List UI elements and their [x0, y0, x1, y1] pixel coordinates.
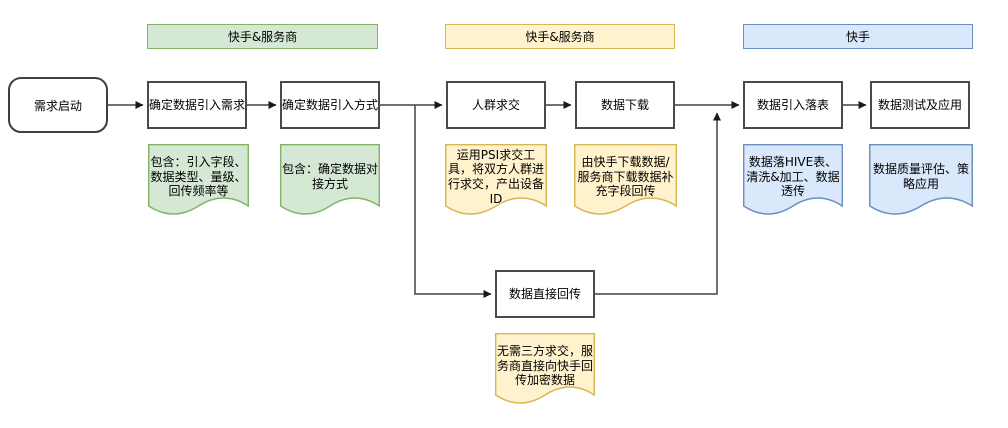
document-shape-icon — [148, 144, 249, 215]
lane-header-label: 快手 — [845, 30, 870, 44]
note-text: 由快手下载数据/服务商下载数据补充字段回传 — [577, 155, 674, 199]
node-label: 需求启动 — [33, 98, 82, 113]
node-label: 确定数据引入方式 — [282, 97, 379, 112]
node-label: 数据引入落表 — [756, 97, 829, 112]
document-shape-icon — [445, 144, 547, 215]
document-shape-icon — [280, 144, 380, 215]
note-text: 包含：引入字段、数据类型、量级、回传频率等 — [150, 155, 247, 199]
node-label: 确定数据引入需求 — [149, 97, 246, 112]
node-label: 数据下载 — [600, 97, 649, 112]
note-text: 无需三方求交，服务商直接向快手回传加密数据 — [497, 344, 594, 388]
node-direct-data-return: 数据直接回传 — [495, 270, 595, 318]
document-shape-icon — [495, 333, 595, 404]
note-psi-intersection-detail: 运用PSI求交工具，将双方人群进行求交，产出设备ID — [445, 144, 547, 224]
note-hive-table-detail: 数据落HIVE表、清洗&加工、数据透传 — [743, 144, 843, 224]
connector-branch-to-direct-return — [414, 105, 492, 298]
node-label: 人群求交 — [471, 97, 520, 112]
node-data-download: 数据下载 — [575, 81, 675, 129]
node-label: 数据测试及应用 — [877, 97, 962, 112]
document-shape-icon — [743, 144, 843, 215]
node-audience-intersection: 人群求交 — [446, 81, 546, 129]
document-shape-icon — [574, 144, 677, 215]
connector-direct-return-to-merge — [595, 112, 721, 295]
note-import-requirement-detail: 包含：引入字段、数据类型、量级、回传频率等 — [148, 144, 249, 224]
lane-header-kuaishou-provider-2: 快手&服务商 — [445, 24, 675, 49]
lane-header-kuaishou: 快手 — [743, 24, 973, 49]
lane-header-label: 快手&服务商 — [525, 30, 595, 44]
note-text: 包含：确定数据对接方式 — [282, 162, 379, 191]
node-label: 数据直接回传 — [508, 286, 581, 301]
note-download-detail: 由快手下载数据/服务商下载数据补充字段回传 — [574, 144, 677, 224]
note-text: 数据质量评估、策略应用 — [872, 162, 969, 191]
note-quality-apply-detail: 数据质量评估、策略应用 — [869, 144, 973, 224]
node-confirm-import-method: 确定数据引入方式 — [280, 81, 380, 129]
node-demand-start: 需求启动 — [8, 77, 108, 133]
node-data-import-table: 数据引入落表 — [743, 81, 843, 129]
lane-header-kuaishou-provider-1: 快手&服务商 — [147, 24, 378, 49]
lane-header-label: 快手&服务商 — [227, 30, 298, 44]
note-import-method-detail: 包含：确定数据对接方式 — [280, 144, 380, 224]
note-direct-return-detail: 无需三方求交，服务商直接向快手回传加密数据 — [495, 333, 595, 413]
note-text: 运用PSI求交工具，将双方人群进行求交，产出设备ID — [447, 147, 544, 206]
document-shape-icon — [869, 144, 973, 215]
note-text: 数据落HIVE表、清洗&加工、数据透传 — [746, 155, 840, 199]
node-data-test-apply: 数据测试及应用 — [870, 81, 970, 129]
node-confirm-import-requirement: 确定数据引入需求 — [147, 81, 247, 129]
